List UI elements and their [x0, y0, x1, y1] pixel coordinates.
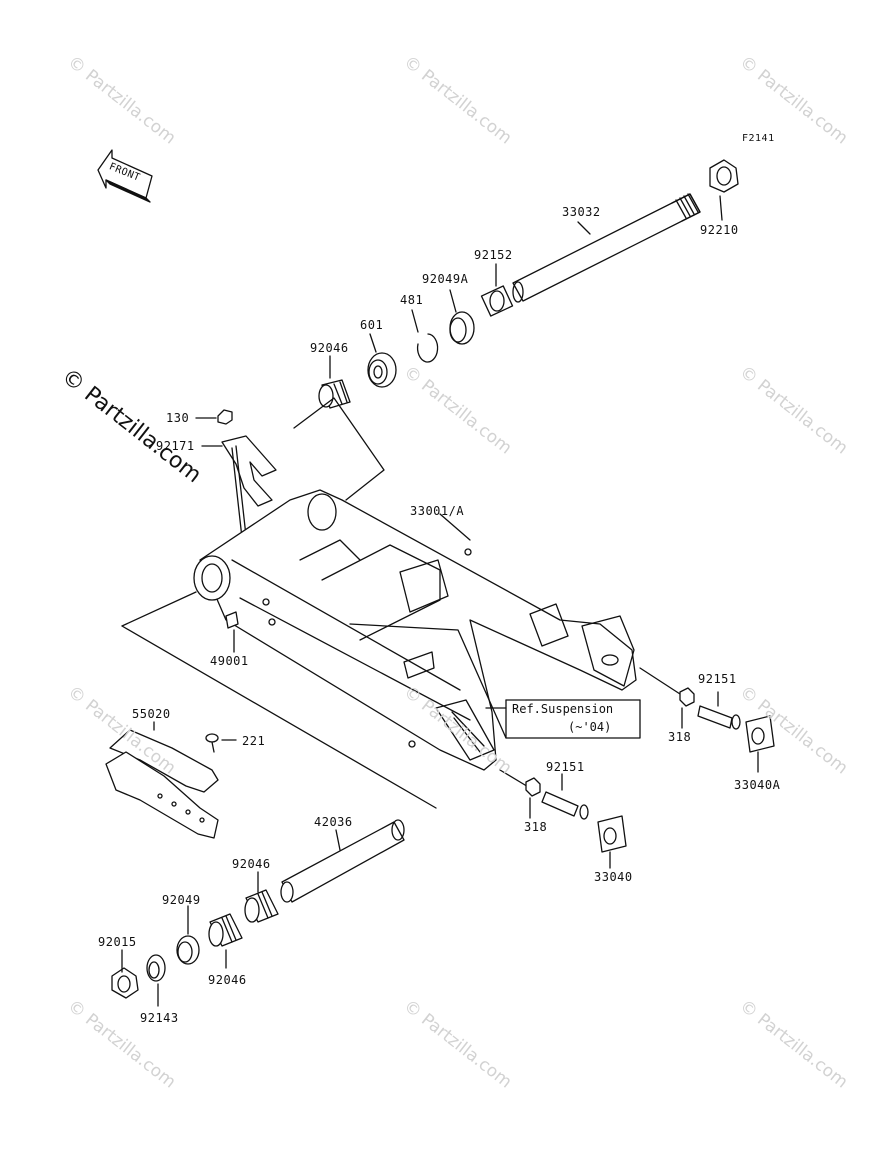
part-label-92143[interactable]: 92143 [140, 1011, 179, 1025]
part-label-92049[interactable]: 92049 [162, 893, 201, 907]
adjuster-bolt-92151-right [697, 705, 741, 730]
part-label-33040a[interactable]: 33040A [734, 778, 781, 792]
part-label-92015[interactable]: 92015 [98, 935, 137, 949]
part-label-55020[interactable]: 55020 [132, 707, 171, 721]
adjuster-block-33040a [745, 715, 775, 753]
part-label-33032[interactable]: 33032 [562, 205, 601, 219]
oil-seal-92049a [449, 311, 475, 345]
adjuster-bolt-92151-mid [541, 791, 589, 820]
swingarm-33001a [193, 489, 637, 771]
part-label-92151-right[interactable]: 92151 [698, 672, 737, 686]
part-label-92046-top[interactable]: 92046 [310, 341, 349, 355]
part-label-49001[interactable]: 49001 [210, 654, 249, 668]
part-label-33001a[interactable]: 33001/A [410, 504, 465, 518]
part-label-318-right[interactable]: 318 [668, 730, 692, 744]
part-label-33040[interactable]: 33040 [594, 870, 633, 884]
reference-line1: Ref.Suspension [512, 702, 614, 716]
part-label-601[interactable]: 601 [360, 318, 384, 332]
part-label-92210[interactable]: 92210 [700, 223, 739, 237]
nut-318-mid [525, 777, 541, 797]
part-label-92152[interactable]: 92152 [474, 248, 513, 262]
axle-33032 [512, 193, 701, 303]
nut-92015 [111, 967, 139, 999]
needle-bearing-92046-mid [244, 889, 279, 923]
part-label-92046-mid[interactable]: 92046 [232, 857, 271, 871]
part-label-318-mid[interactable]: 318 [524, 820, 548, 834]
part-label-92046-low[interactable]: 92046 [208, 973, 247, 987]
chain-adjuster-92152 [480, 285, 514, 317]
circlip-481 [416, 333, 439, 363]
chain-guard-55020 [105, 729, 219, 839]
bolt-130 [217, 409, 233, 425]
nut-318-right [679, 687, 695, 707]
part-label-221[interactable]: 221 [242, 734, 266, 748]
screw-221 [205, 733, 219, 753]
part-label-92049a[interactable]: 92049A [422, 272, 469, 286]
part-label-130[interactable]: 130 [166, 411, 190, 425]
front-arrow-icon [97, 149, 153, 203]
part-label-481[interactable]: 481 [400, 293, 424, 307]
needle-bearing-92046-low [208, 913, 243, 947]
adjuster-block-33040 [597, 815, 627, 853]
oil-seal-92049 [176, 935, 200, 965]
axle-nut-92210 [709, 159, 739, 193]
part-label-92171[interactable]: 92171 [156, 439, 195, 453]
ball-bearing-601 [367, 352, 397, 388]
reference-line2: (~'04) [568, 720, 612, 734]
reference-note[interactable]: Ref.Suspension (~'04) [512, 700, 613, 736]
part-label-42036[interactable]: 42036 [314, 815, 353, 829]
figure-code: F2141 [742, 133, 775, 144]
grease-nipple-49001 [225, 611, 239, 629]
collar-42036 [280, 819, 405, 903]
needle-bearing-92046-top [318, 379, 351, 409]
part-label-92151-mid[interactable]: 92151 [546, 760, 585, 774]
collar-92143 [146, 954, 166, 982]
